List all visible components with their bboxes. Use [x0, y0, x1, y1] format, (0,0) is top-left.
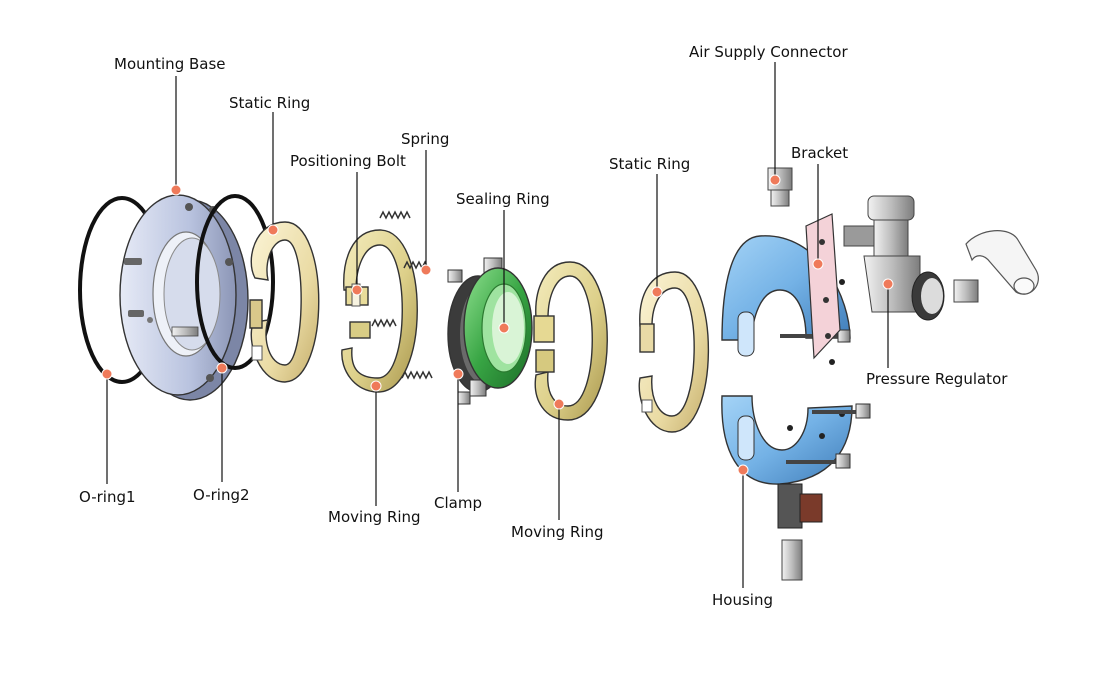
bracket-part [805, 213, 841, 360]
marker-dots [101, 174, 894, 476]
label-static-ring-1: Static Ring [229, 94, 310, 112]
marker-moving-ring-1 [370, 380, 382, 392]
marker-positioning-bolt [351, 284, 363, 296]
label-air-supply-connector: Air Supply Connector [689, 43, 848, 61]
label-spring: Spring [401, 130, 449, 148]
air-supply-connector-part [767, 167, 793, 207]
label-moving-ring-2: Moving Ring [511, 523, 604, 541]
labels: Mounting Base Static Ring Positioning Bo… [79, 43, 1008, 609]
label-bracket: Bracket [791, 144, 848, 162]
static-ring-1-part [249, 221, 320, 383]
mounting-base-part [119, 194, 249, 401]
static-ring-2-part [638, 271, 710, 433]
housing-part [721, 235, 871, 581]
marker-o-ring-2 [216, 362, 228, 374]
label-o-ring-2: O-ring2 [193, 486, 250, 504]
marker-static-ring-1 [267, 224, 279, 236]
marker-air-supply-connector [769, 174, 781, 186]
label-moving-ring-1: Moving Ring [328, 508, 421, 526]
label-static-ring-2: Static Ring [609, 155, 690, 173]
label-sealing-ring: Sealing Ring [456, 190, 550, 208]
marker-moving-ring-2 [553, 398, 565, 410]
pressure-regulator-part [843, 195, 1039, 321]
moving-ring-2-part [533, 261, 608, 421]
marker-bracket [812, 258, 824, 270]
label-clamp: Clamp [434, 494, 482, 512]
marker-sealing-ring [498, 322, 510, 334]
leader-lines [106, 62, 889, 588]
label-o-ring-1: O-ring1 [79, 488, 136, 506]
marker-pressure-regulator [882, 278, 894, 290]
label-mounting-base: Mounting Base [114, 55, 226, 73]
label-positioning-bolt: Positioning Bolt [290, 152, 406, 170]
label-housing: Housing [712, 591, 773, 609]
o-ring-2-part [195, 194, 275, 370]
marker-o-ring-1 [101, 368, 113, 380]
label-pressure-regulator: Pressure Regulator [866, 370, 1008, 388]
moving-ring-1-part [341, 210, 433, 393]
marker-spring [420, 264, 432, 276]
sealing-ring-part [463, 267, 533, 389]
marker-housing [737, 464, 749, 476]
marker-static-ring-2 [651, 286, 663, 298]
marker-mounting-base [170, 184, 182, 196]
marker-clamp [452, 368, 464, 380]
